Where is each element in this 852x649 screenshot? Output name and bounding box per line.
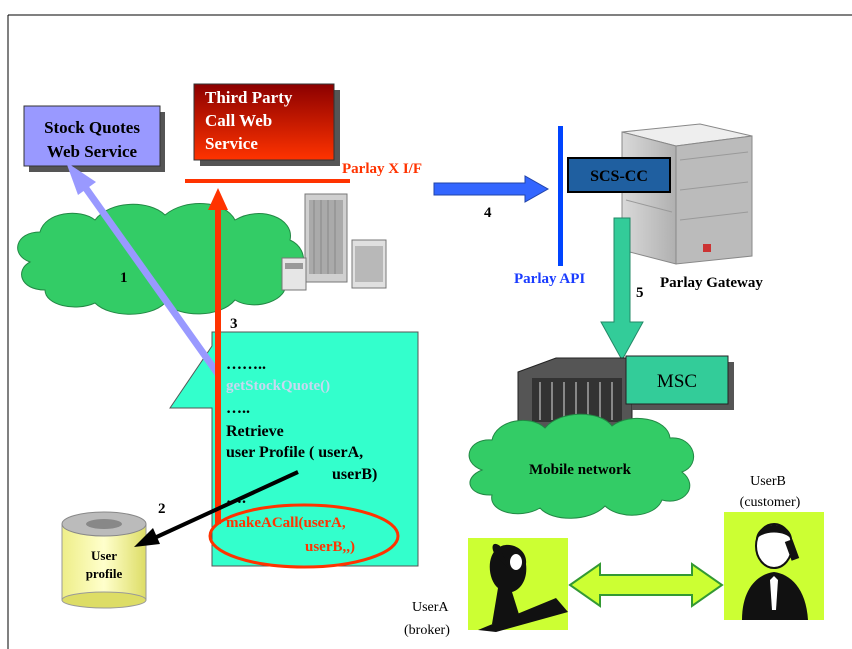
parlay-x-interface-label: Parlay X I/F <box>342 161 422 177</box>
app-server-icon <box>281 193 387 291</box>
code-retrieve: Retrieve <box>226 423 284 440</box>
msc-box <box>625 355 729 405</box>
third-party-box <box>193 83 335 161</box>
msc-label: MSC <box>657 371 697 392</box>
step-1-arrow-head <box>66 162 96 195</box>
step-2-arrow-line <box>149 470 299 542</box>
parlay-gateway-icon <box>621 123 753 265</box>
userB-name: UserB <box>750 474 786 489</box>
step-3-arrow-head <box>208 188 228 210</box>
code-get-stock-quote: getStockQuote() <box>226 378 330 394</box>
stock-quotes-label-2: Web Service <box>47 142 138 161</box>
parlay-gateway-label: Parlay Gateway <box>660 275 763 291</box>
stock-quotes-box <box>23 105 161 167</box>
userA-role: (broker) <box>404 623 450 638</box>
mobile-network-label: Mobile network <box>529 462 632 478</box>
userA-name: UserA <box>412 600 449 615</box>
code-dots-1: …….. <box>226 356 266 373</box>
parlay-api-label: Parlay API <box>514 271 585 287</box>
scs-cc-box <box>567 157 671 193</box>
step-5-label: 5 <box>636 285 644 301</box>
userB-role: (customer) <box>740 495 801 510</box>
third-party-label-3: Service <box>205 134 258 153</box>
mobile-network-cloud <box>468 413 694 519</box>
step-4-arrow <box>433 175 550 203</box>
code-dots-2: ….. <box>226 400 250 417</box>
userB-customer-image <box>724 512 824 620</box>
stock-quotes-label-1: Stock Quotes <box>44 118 140 137</box>
third-party-label-2: Call Web <box>205 111 272 130</box>
step-5-arrow <box>600 217 644 362</box>
step-3-label: 3 <box>230 316 238 332</box>
userA-broker-image <box>468 538 568 632</box>
make-a-call-highlight <box>208 503 400 569</box>
user-profile-label-2: profile <box>86 566 123 581</box>
parlay-api-line <box>558 126 563 266</box>
code-callout <box>169 331 419 567</box>
step-2-label: 2 <box>158 501 166 517</box>
code-make-a-call-2: userB,,) <box>305 539 355 555</box>
call-connection-arrow <box>568 562 724 608</box>
user-profile-database-icon <box>61 511 147 609</box>
third-party-label-1: Third Party <box>205 88 293 107</box>
scs-cc-label: SCS-CC <box>590 168 648 185</box>
step-1-arrow-line <box>77 177 221 377</box>
step-4-label: 4 <box>484 205 492 221</box>
step-1-label: 1 <box>120 270 128 286</box>
code-make-a-call-1: makeACall(userA, <box>226 515 346 531</box>
code-userB: userB) <box>332 466 377 483</box>
code-user-profile: user Profile ( userA, <box>226 444 363 461</box>
user-profile-label-1: User <box>91 548 117 563</box>
step-2-arrow-head <box>134 528 160 547</box>
